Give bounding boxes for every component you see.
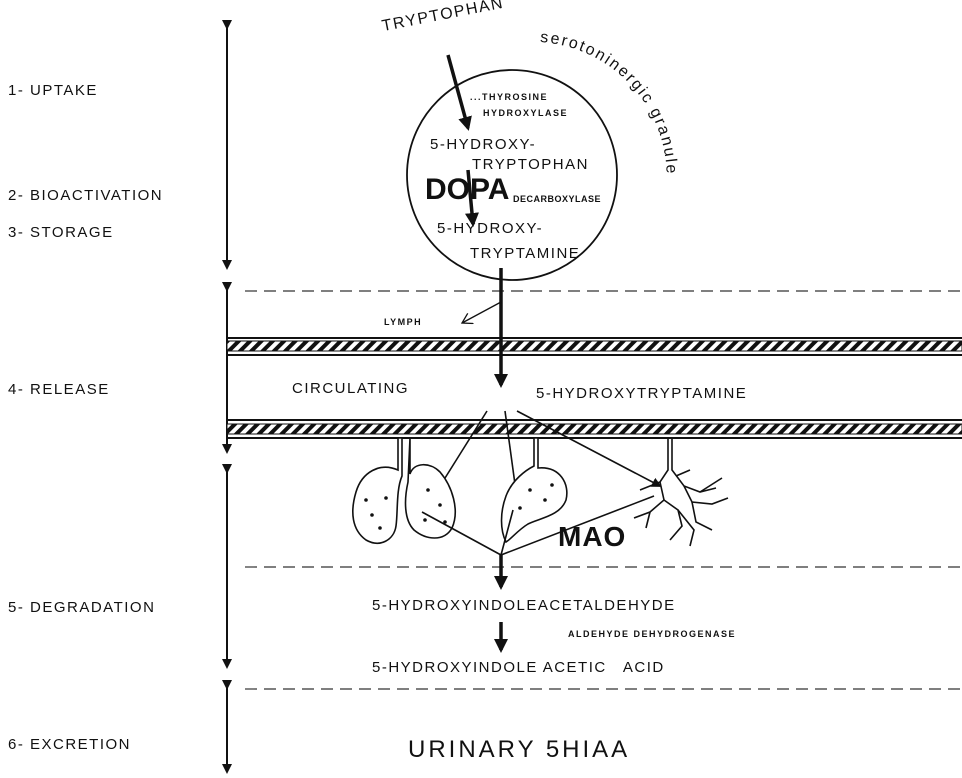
- urinary-5hiaa-label: URINARY 5HIAA: [408, 736, 630, 764]
- hydroxytryptophan-line2: TRYPTOPHAN: [472, 156, 589, 173]
- dopa-label: DOPA: [425, 173, 509, 207]
- stage-label-bioactivation: 2- BIOACTIVATION: [8, 187, 163, 204]
- aldehyde-label: 5-HYDROXYINDOLEACETALDEHYDE: [372, 597, 676, 614]
- decarboxylase-label: DECARBOXYLASE: [513, 194, 601, 204]
- lung-organ: [353, 438, 455, 543]
- granule-label-path: serotoninergic granule: [540, 29, 680, 176]
- granule-label: serotoninergic granule: [540, 29, 680, 176]
- hydroxytryptophan-line1: 5-HYDROXY-: [430, 136, 536, 153]
- hydroxytryptamine-line1: 5-HYDROXY-: [437, 220, 543, 237]
- aldehyde-dehydrogenase-label: ALDEHYDE DEHYDROGENASE: [568, 629, 736, 639]
- mao-label: MAO: [558, 521, 626, 553]
- stage-label-degradation: 5- DEGRADATION: [8, 599, 155, 616]
- hydroxytryptamine-line2: TRYPTAMINE: [470, 245, 580, 262]
- lymph-label: LYMPH: [384, 317, 422, 327]
- circulating-serotonin-label: 5-HYDROXYTRYPTAMINE: [536, 385, 747, 402]
- arrow-tryptophan-to-htp: [448, 55, 468, 128]
- arrow-to-lymph: [462, 302, 501, 323]
- hydroxylase-label-line2: HYDROXYLASE: [483, 108, 568, 118]
- tissue-capillaries: [634, 438, 728, 546]
- stage-label-uptake: 1- UPTAKE: [8, 82, 98, 99]
- hiaa-acid-label: 5-HYDROXYINDOLE ACETIC ACID: [372, 659, 665, 676]
- stage-label-excretion: 6- EXCRETION: [8, 736, 131, 753]
- vessel-upper-wall: [227, 338, 962, 355]
- hydroxylase-label-line1: ...THYROSINE: [470, 92, 548, 102]
- vessel-lower-wall: [227, 420, 962, 438]
- stage-label-release: 4- RELEASE: [8, 381, 110, 398]
- circulating-label: CIRCULATING: [292, 380, 409, 397]
- stage-label-storage: 3- STORAGE: [8, 224, 114, 241]
